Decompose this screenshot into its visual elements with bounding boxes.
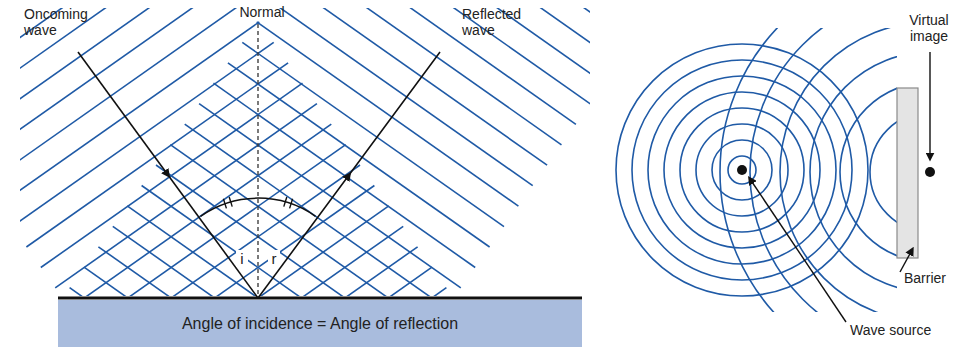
ground-band: Angle of incidence = Angle of reflection: [58, 300, 582, 347]
wavefront-line: [70, 124, 332, 296]
wavefront-circle: [840, 82, 897, 262]
wavefront-line: [199, 104, 461, 288]
angle-label: i: [236, 250, 248, 267]
callout-text: Oncoming wave: [24, 6, 98, 38]
leader-line: [929, 52, 930, 158]
wavefront-circle: [632, 60, 852, 280]
wavefront-circle: [648, 76, 836, 264]
wavefront-line: [20, 8, 159, 63]
wavefront-line: [55, 104, 317, 288]
wavefront-circle: [616, 44, 868, 296]
wavefront-circle: [750, 28, 897, 312]
wavefront-line: [20, 8, 202, 124]
leader-line: [900, 250, 912, 272]
wavefront-line: [20, 8, 216, 145]
wavefront-line: [20, 8, 144, 43]
incident-ray: [78, 52, 258, 298]
angle-label: r: [268, 250, 280, 267]
wavefront-circle: [664, 92, 820, 248]
source-dot: [737, 165, 747, 175]
band-text: Angle of incidence = Angle of reflection: [182, 315, 458, 333]
wavefront-line: [170, 145, 432, 296]
wavefront-line: [343, 8, 590, 84]
wavefront-line: [228, 63, 490, 247]
wavefront-line: [242, 42, 504, 226]
wavefront-line: [20, 22, 259, 206]
wavefronts: [20, 8, 590, 296]
callout-text: Barrier: [904, 270, 960, 286]
angle-arc: [201, 198, 316, 216]
leader-line: [750, 179, 846, 322]
wavefront-circle: [870, 112, 897, 232]
wavefront-line: [185, 124, 447, 296]
circular-waves: [616, 28, 897, 312]
wavefront-line: [300, 8, 562, 145]
reflected-ray: [258, 52, 440, 298]
wavefront-line: [84, 145, 346, 296]
callout-text: Reflected wave: [462, 6, 536, 38]
wavefront-line: [20, 8, 173, 84]
wavefront-line: [20, 8, 245, 186]
wavefront-line: [257, 22, 519, 206]
wavefront-circle: [720, 28, 897, 312]
wavefront-circle: [728, 156, 756, 184]
barrier-block: [897, 88, 918, 258]
wavefront-line: [329, 8, 590, 104]
wavefront-line: [372, 8, 590, 43]
callout-text: Virtual image: [898, 12, 960, 44]
wavefront-line: [98, 247, 360, 296]
wavefront-circle: [810, 52, 897, 292]
wavefront-line: [286, 8, 548, 165]
wavefront-line: [20, 8, 187, 104]
callout-text: Wave source: [850, 322, 950, 338]
normal-line: [257, 24, 258, 296]
wavefront-circle: [780, 28, 897, 312]
equal-ticks: [223, 197, 292, 208]
wavefront-line: [26, 63, 288, 247]
wavefront-circle: [696, 124, 788, 216]
normal-label: Normal: [232, 4, 292, 20]
image-dot: [925, 167, 935, 177]
wavefront-line: [214, 83, 476, 267]
wavefront-line: [20, 8, 231, 165]
wavefront-line: [357, 8, 590, 63]
